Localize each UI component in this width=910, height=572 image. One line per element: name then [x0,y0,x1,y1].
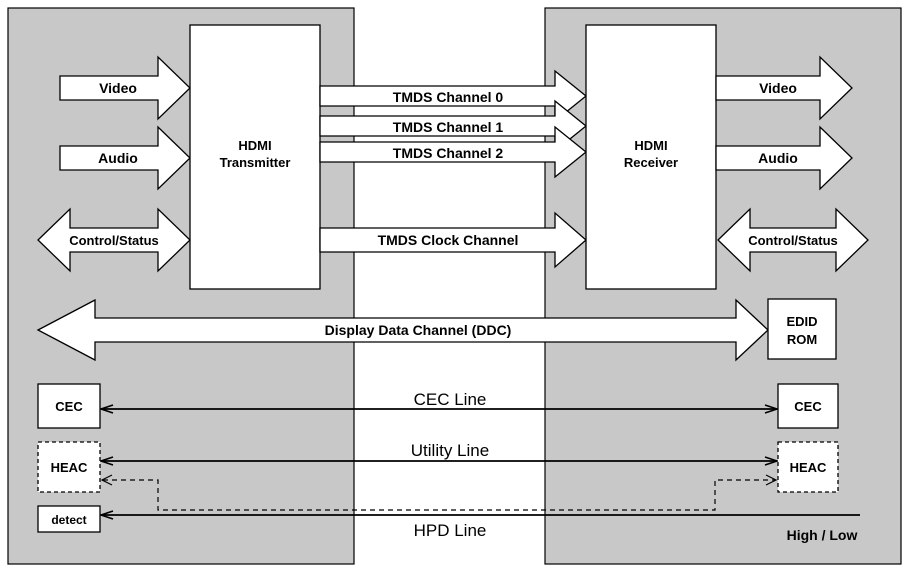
edid-rom-box [767,298,837,360]
receiver-subtitle: Receiver [624,155,678,170]
cec-line-label: CEC Line [414,390,487,409]
heac-dashed-arrow-left [100,474,113,486]
heac-right-box [777,441,839,493]
hpd-line-label: HPD Line [414,521,487,540]
control-status-output-label: Control/Status [748,233,838,248]
video-input-arrow [59,55,191,121]
control-status-output-arrow [717,207,869,273]
receiver-title: HDMI [634,138,667,153]
detect-label: detect [51,513,86,527]
edid-label: EDID [786,314,817,329]
heac-dashed-path [103,479,775,511]
tmds-channel-1-label: TMDS Channel 1 [393,119,504,135]
audio-output-arrow [715,125,853,191]
cec-left-box [37,383,101,429]
tmds-channel-2-arrow [319,125,588,179]
control-status-input-label: Control/Status [69,233,159,248]
detect-box [37,505,101,533]
heac-left-label: HEAC [51,460,88,475]
high-low-label: High / Low [787,527,858,543]
tmds-channel-0-label: TMDS Channel 0 [393,89,504,105]
heac-dashed-arrow-right [765,474,778,486]
tmds-clock-channel-label: TMDS Clock Channel [378,232,519,248]
audio-output-label: Audio [758,150,798,166]
tmds-channel-0-arrow [319,69,588,123]
hdmi-transmitter-box [189,24,321,290]
rom-label: ROM [787,332,817,347]
heac-right-label: HEAC [790,460,827,475]
tmds-channel-1-arrow [319,99,588,153]
cec-left-label: CEC [55,399,83,414]
video-output-label: Video [759,80,797,96]
heac-left-box [37,441,101,493]
transmitter-subtitle: Transmitter [220,155,291,170]
hdmi-receiver-box [585,24,717,290]
cec-right-label: CEC [794,399,822,414]
video-input-label: Video [99,80,137,96]
ddc-label: Display Data Channel (DDC) [325,322,512,338]
tmds-channel-2-label: TMDS Channel 2 [393,145,504,161]
transmitter-title: HDMI [238,138,271,153]
cec-right-box [777,383,839,429]
utility-line-label: Utility Line [411,441,489,460]
audio-input-arrow [59,125,191,191]
video-output-arrow [715,55,853,121]
audio-input-label: Audio [98,150,138,166]
tmds-clock-channel-arrow [319,211,587,269]
